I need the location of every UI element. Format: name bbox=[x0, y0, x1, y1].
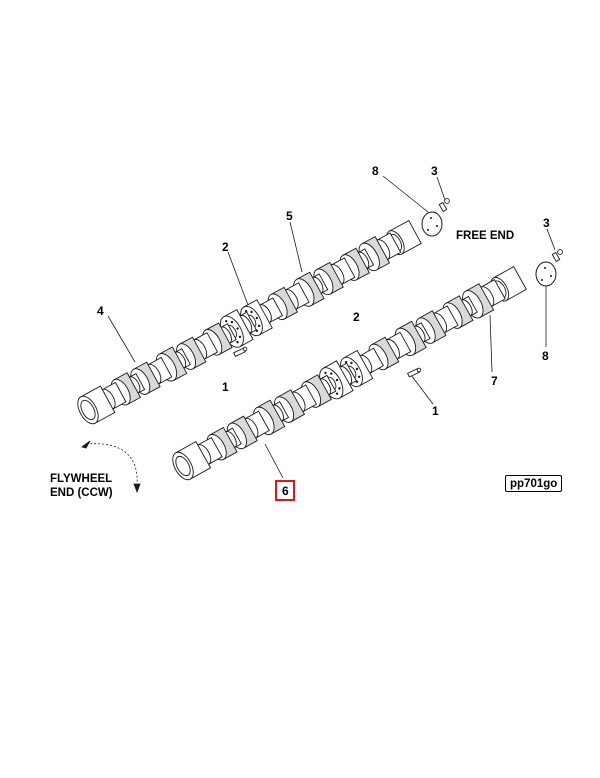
callout-3-lower: 3 bbox=[543, 216, 550, 230]
callout-6-highlighted[interactable]: 6 bbox=[275, 480, 295, 501]
camshaft-lower bbox=[172, 266, 527, 481]
callout-1-lower: 1 bbox=[432, 404, 439, 418]
callout-8-lower: 8 bbox=[542, 349, 549, 363]
figure-reference-code: pp701go bbox=[505, 475, 563, 492]
thrust-washer-lower bbox=[535, 261, 557, 287]
camshaft-upper bbox=[77, 219, 422, 425]
callout-8-upper: 8 bbox=[372, 164, 379, 178]
callout-2-upper: 2 bbox=[222, 240, 229, 254]
dowel-pin-upper bbox=[233, 346, 248, 357]
callout-7: 7 bbox=[491, 374, 498, 388]
screw-lower bbox=[551, 249, 563, 263]
callout-5: 5 bbox=[286, 209, 293, 223]
thrust-washer-upper bbox=[421, 211, 443, 237]
callout-2-center: 2 bbox=[353, 310, 360, 324]
screw-upper bbox=[438, 198, 450, 213]
callout-1-upper: 1 bbox=[222, 380, 229, 394]
flywheel-end-label-line1: FLYWHEEL bbox=[50, 473, 113, 485]
callout-4: 4 bbox=[97, 304, 104, 318]
free-end-label: FREE END bbox=[456, 230, 515, 242]
leader-lines bbox=[107, 175, 556, 479]
flywheel-end-label-line2: END (CCW) bbox=[50, 487, 113, 499]
callout-3-upper: 3 bbox=[431, 164, 438, 178]
dowel-pin-lower bbox=[407, 367, 422, 378]
rotation-arrow-icon bbox=[81, 440, 141, 494]
